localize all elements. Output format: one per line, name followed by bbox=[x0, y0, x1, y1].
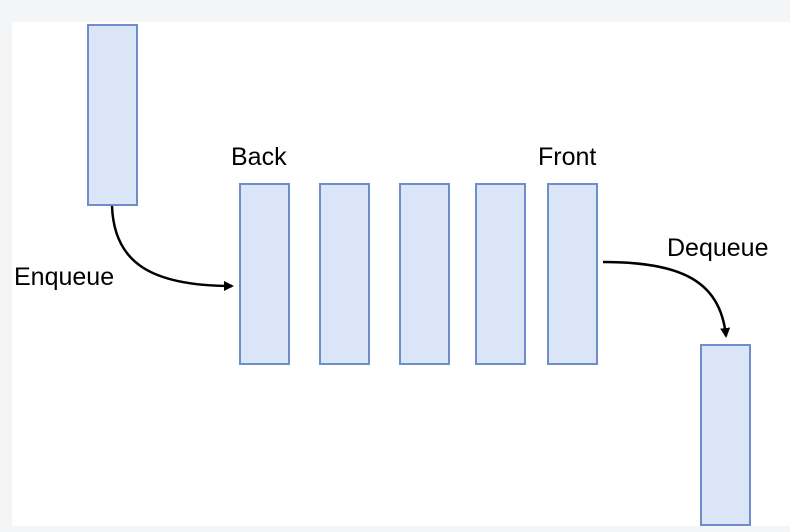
dequeued-element-box bbox=[700, 344, 751, 526]
enqueue-label: Enqueue bbox=[14, 263, 114, 291]
incoming-element-box bbox=[87, 24, 138, 206]
queue-element-back bbox=[239, 183, 290, 365]
dequeue-label: Dequeue bbox=[667, 234, 768, 262]
dequeue-arrow bbox=[602, 260, 731, 338]
queue-element-front bbox=[547, 183, 598, 365]
front-label: Front bbox=[538, 143, 596, 171]
queue-element bbox=[475, 183, 526, 365]
queue-element bbox=[399, 183, 450, 365]
queue-elements bbox=[239, 183, 598, 365]
back-label: Back bbox=[231, 143, 287, 171]
enqueue-arrow bbox=[110, 205, 234, 291]
queue-element bbox=[319, 183, 370, 365]
